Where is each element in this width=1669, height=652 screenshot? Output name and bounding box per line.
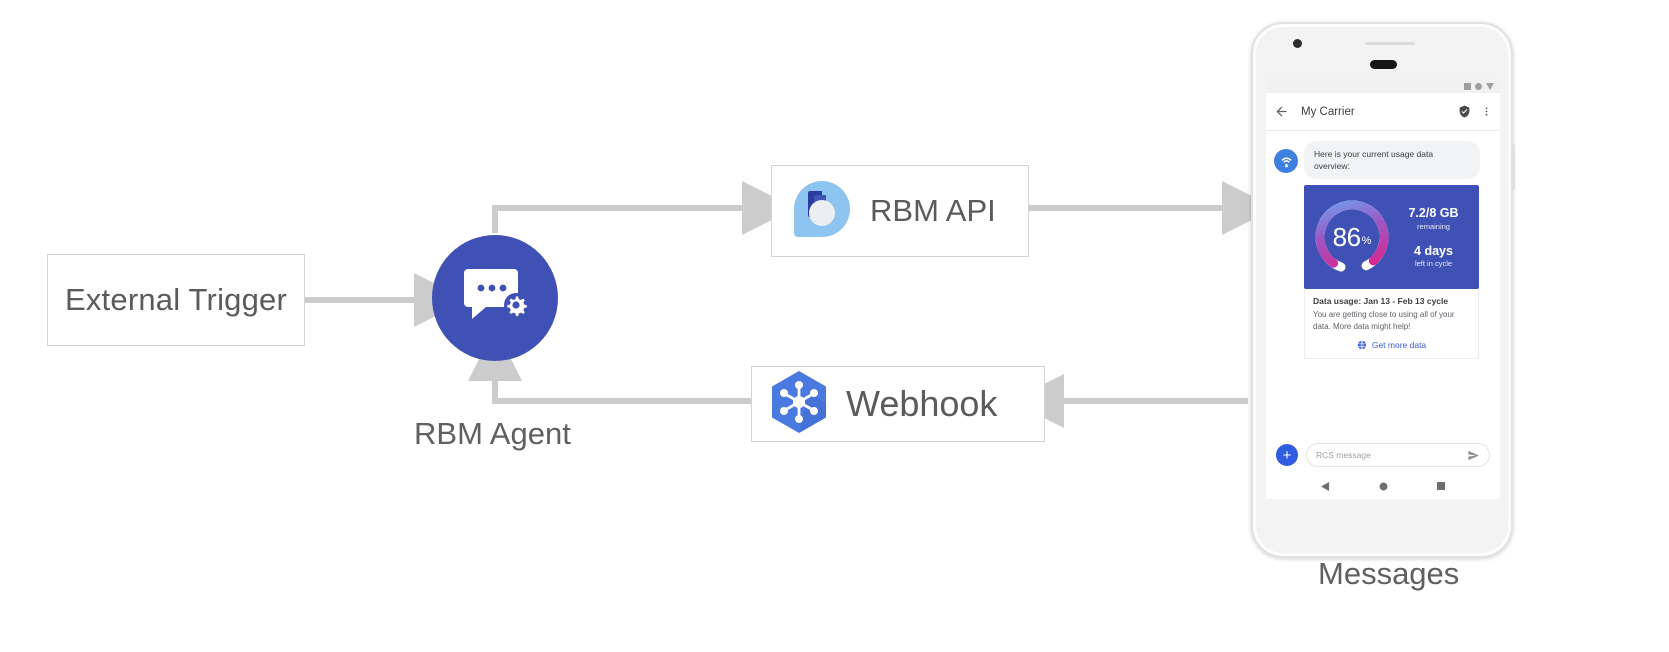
- app-bar: My Carrier: [1266, 93, 1500, 131]
- overflow-menu-icon[interactable]: [1481, 105, 1492, 118]
- get-more-data-label: Get more data: [1371, 340, 1427, 351]
- usage-stats: 7.2/8 GB remaining 4 days left in cycle: [1394, 206, 1473, 268]
- conversation-title: My Carrier: [1301, 105, 1355, 118]
- chat-gear-icon: [460, 263, 530, 334]
- nav-home-circle-icon[interactable]: [1379, 482, 1388, 491]
- gauge-percent-value: 86: [1332, 221, 1361, 252]
- android-nav-bar: [1266, 473, 1500, 499]
- webhook-hexagon-icon: [768, 369, 830, 440]
- message-composer: + RCS message: [1266, 443, 1500, 467]
- nav-back-triangle-icon[interactable]: [1320, 481, 1330, 491]
- phone-device: My Carrier: [1251, 22, 1515, 558]
- messages-label: Messages: [1318, 556, 1460, 591]
- status-bar: [1266, 79, 1500, 93]
- rcs-input-placeholder: RCS message: [1316, 450, 1371, 460]
- data-remaining-stat: 7.2/8 GB remaining: [1394, 206, 1473, 230]
- front-camera-icon: [1293, 39, 1302, 48]
- data-remaining-value: 7.2/8 GB: [1408, 206, 1459, 221]
- rbm-api-logo: [790, 177, 854, 246]
- bot-message-bubble: Here is your current usage data overview…: [1304, 141, 1480, 180]
- gauge-value-text: 86 %: [1310, 195, 1394, 279]
- plus-icon[interactable]: +: [1276, 444, 1298, 466]
- nav-recents-square-icon[interactable]: [1437, 482, 1446, 490]
- rbm-api-node[interactable]: RBM API: [771, 165, 1029, 257]
- usage-gauge: 86 %: [1310, 195, 1394, 279]
- rbm-agent-node[interactable]: [432, 235, 558, 361]
- get-more-data-button[interactable]: Get more data: [1313, 340, 1470, 350]
- earpiece-speaker: [1370, 60, 1397, 69]
- rbm-api-label: RBM API: [870, 193, 996, 228]
- external-trigger-node[interactable]: External Trigger: [47, 254, 305, 346]
- rbm-agent-label: RBM Agent: [414, 416, 571, 451]
- days-left-caption: left in cycle: [1414, 259, 1453, 268]
- rcs-tower-icon: [1274, 149, 1298, 173]
- data-usage-card[interactable]: 86 % 7.2/8 GB remaining 4 days left in c…: [1304, 185, 1479, 290]
- message-row: Here is your current usage data overview…: [1274, 141, 1492, 180]
- webhook-node[interactable]: Webhook: [751, 366, 1045, 442]
- data-remaining-caption: remaining: [1417, 221, 1450, 231]
- connector-agent-to-api: [492, 181, 796, 235]
- usage-info-body: You are getting close to using all of yo…: [1313, 310, 1455, 331]
- days-left-stat: 4 days left in cycle: [1394, 244, 1473, 268]
- phone-screen: My Carrier: [1266, 79, 1500, 499]
- external-trigger-label: External Trigger: [64, 282, 288, 317]
- usage-cycle-title: Data usage: Jan 13 - Feb 13 cycle: [1313, 296, 1449, 307]
- proximity-sensor: [1365, 42, 1415, 45]
- webhook-label: Webhook: [846, 383, 998, 424]
- usage-info-card: Data usage: Jan 13 - Feb 13 cycle You ar…: [1304, 289, 1479, 360]
- globe-icon: [1357, 341, 1366, 350]
- wifi-dot-icon: [1475, 82, 1482, 90]
- verified-shield-icon[interactable]: [1458, 105, 1471, 118]
- days-left-value: 4 days: [1414, 243, 1453, 258]
- rcs-message-input[interactable]: RCS message: [1306, 443, 1490, 467]
- connector-webhook-to-agent: [468, 327, 751, 404]
- conversation-thread: Here is your current usage data overview…: [1266, 131, 1500, 360]
- send-icon[interactable]: [1467, 449, 1480, 462]
- signal-square-icon: [1464, 82, 1471, 90]
- battery-triangle-icon: [1486, 82, 1494, 90]
- phone-power-button[interactable]: [1511, 144, 1515, 190]
- gauge-percent-sign: %: [1361, 235, 1372, 248]
- back-arrow-icon[interactable]: [1274, 104, 1289, 119]
